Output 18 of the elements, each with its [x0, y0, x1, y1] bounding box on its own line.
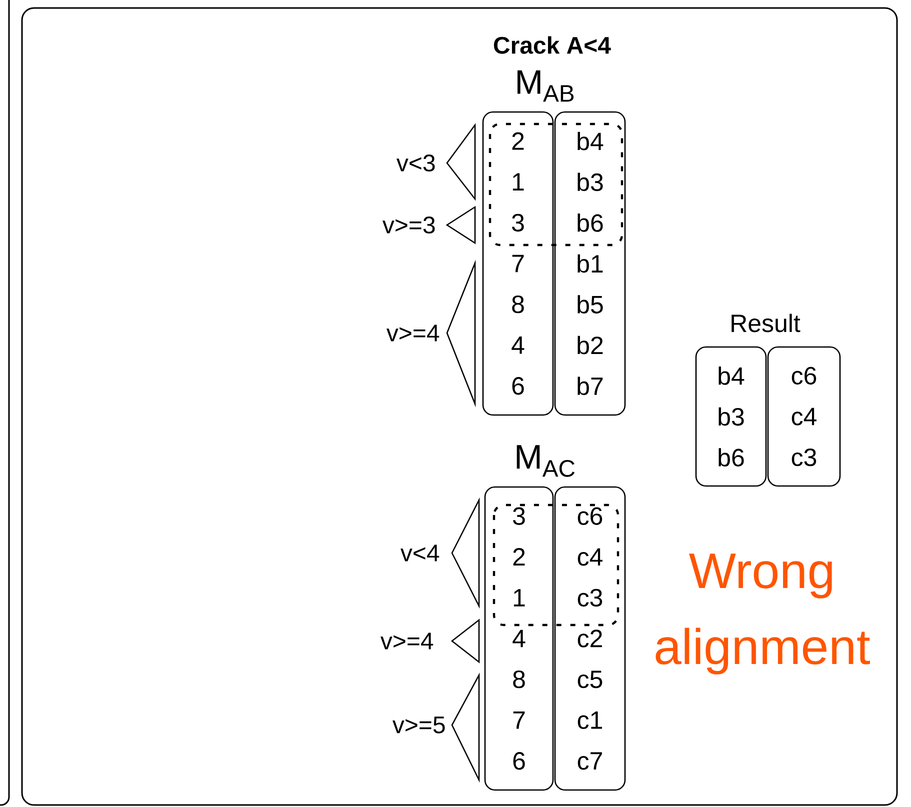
result-column-box: b4 b3 b6 [695, 346, 767, 487]
column-box: 2 1 3 7 8 4 6 [482, 111, 554, 416]
range-label: v>=3 [382, 216, 435, 234]
range-label: v<4 [400, 544, 440, 562]
panel-title: Crack A<4 [494, 36, 611, 54]
matrix-name: M$_{AB}$ [518, 70, 574, 102]
range-label: v>=5 [392, 716, 445, 734]
column-box: 3 2 1 4 8 7 6 [484, 486, 554, 791]
matrix-name: M$_{AC}$ [516, 445, 575, 477]
result-heading: Result [732, 314, 800, 332]
warning-text: Wrong alignment [656, 554, 870, 674]
panel [21, 7, 898, 806]
range-label: v>=4 [380, 632, 434, 650]
range-label: v<3 [396, 154, 435, 172]
result-column-box: c6 c4 c3 [767, 346, 841, 487]
range-label: v>=4 [386, 324, 440, 342]
column-box: b4 b3 b6 b1 b5 b2 b7 [554, 111, 626, 416]
column-box: c6 c4 c3 c2 c5 c1 c7 [554, 486, 626, 791]
